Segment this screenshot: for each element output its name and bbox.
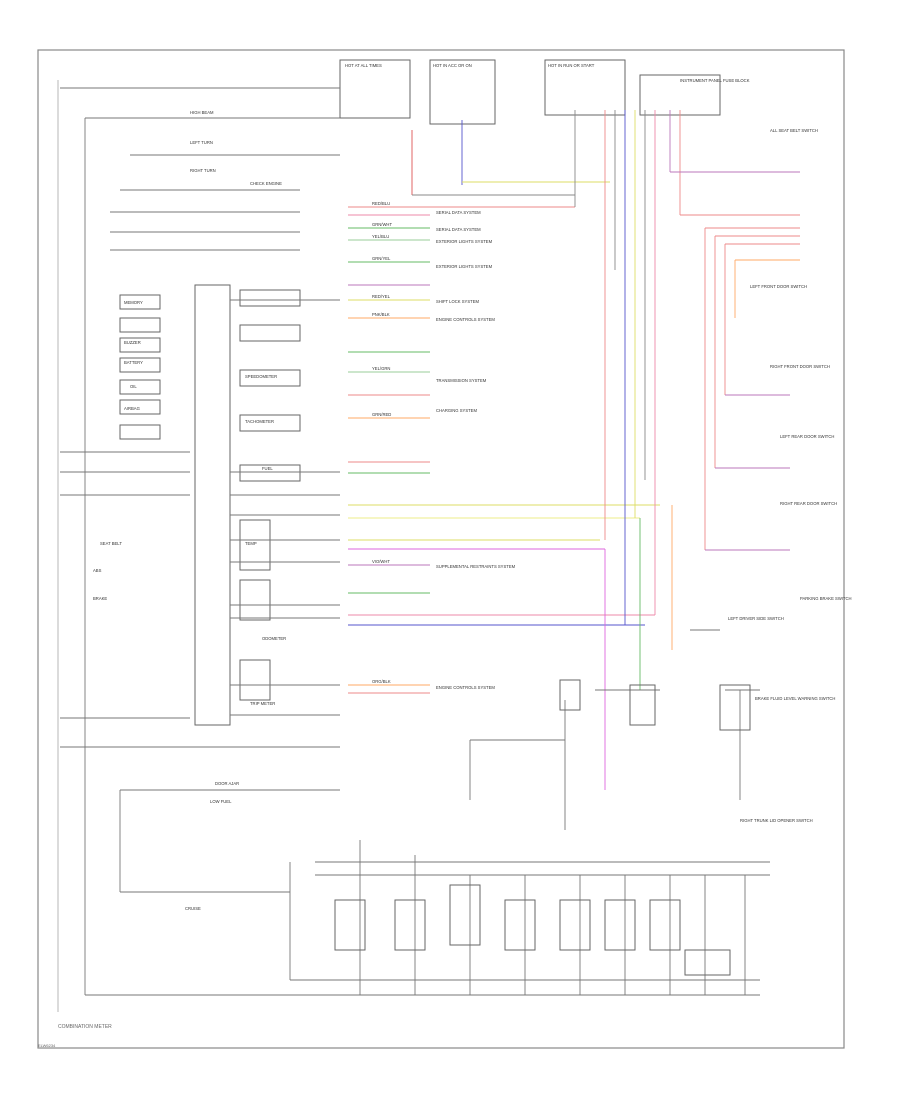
vertical-wires [411,110,800,625]
top-labels: HOT AT ALL TIMES HOT IN ACC OR ON HOT IN… [339,59,750,125]
pin-3-desc: EXTERIOR LIGHTS SYSTEM [436,239,493,244]
label-driver-side: LEFT DRIVER SIDE SWITCH [728,616,784,621]
meter-label-buzzer: BUZZER [124,340,141,345]
pin-2-color: GRN/WHT [372,222,392,227]
lower-components [469,518,760,830]
meter-label-memory: MEMORY [124,300,143,305]
pin-8-color: GRN/RED [372,412,391,417]
pin-4-desc: EXTERIOR LIGHTS SYSTEM [436,264,493,269]
label-hot-run: HOT IN RUN OR START [548,63,595,68]
pin-9-desc: ENGINE CONTROLS SYSTEM [436,685,495,690]
label-lr-door: LEFT REAR DOOR SWITCH [780,434,834,439]
indicator-brake: BRAKE [93,596,107,601]
pin-10-desc: SUPPLEMENTAL RESTRAINTS SYSTEM [436,564,516,569]
label-lf-door: LEFT FRONT DOOR SWITCH [750,284,807,289]
label-brake-fluid: BRAKE FLUID LEVEL WARNING SWITCH [755,696,835,701]
indicator-airbag: AIRBAG [124,406,140,411]
pin-5-desc: SHIFT LOCK SYSTEM [436,299,479,304]
pin-5-color: RED/YEL [372,294,391,299]
indicator-check-engine: CHECK ENGINE [250,181,282,186]
meter-label-temp: TEMP [245,541,257,546]
meter-labels: MEMORY BUZZER SPEEDOMETER TACHOMETER FUE… [124,300,286,706]
indicator-battery: BATTERY [124,360,143,365]
label-trunk-opener: RIGHT TRUNK LID OPENER SWITCH [740,818,813,823]
label-hot-always: HOT AT ALL TIMES [345,63,382,68]
label-ip-fuse-block: INSTRUMENT PANEL FUSE BLOCK [680,78,750,83]
indicator-right-turn: RIGHT TURN [190,168,216,173]
pin-3-color: YEL/BLU [372,234,389,239]
pin-2-desc: SERIAL DATA SYSTEM [436,227,481,232]
indicator-abs: ABS [93,568,102,573]
pin-6-desc: ENGINE CONTROLS SYSTEM [436,317,495,322]
indicator-door-ajar: DOOR AJAR [215,781,239,786]
indicator-seat-belt: SEAT BELT [100,541,122,546]
label-all-seat-belt: ALL SEAT BELT SWITCH [770,128,818,133]
meter-label-trip: TRIP METER [250,701,275,706]
bottom-modules [315,840,770,995]
indicator-low-fuel: LOW FUEL [210,799,232,804]
meter-label-odometer: ODOMETER [262,636,286,641]
label-parking-brake: PARKING BRAKE SWITCH [800,596,852,601]
label-rf-door: RIGHT FRONT DOOR SWITCH [770,364,830,369]
meter-label-fuel: FUEL [262,466,273,471]
indicator-oil: OIL [130,384,137,389]
diagram-caption: COMBINATION METER [58,1024,112,1030]
pin-6-color: PNK/BLK [372,312,390,317]
left-wires [60,87,760,996]
pin-7-color: YEL/GRN [372,366,390,371]
indicator-labels: HIGH BEAM LEFT TURN RIGHT TURN CHECK ENG… [93,110,282,911]
pin-7-desc: TRANSMISSION SYSTEM [436,378,487,383]
meter-label-speedometer: SPEEDOMETER [245,374,277,379]
indicator-left-turn: LEFT TURN [190,140,213,145]
catalog-id: ELW6234 [38,1043,56,1048]
pin-10-color: VIO/WHT [372,559,390,564]
connector-block: RED/BLU SERIAL DATA SYSTEM GRN/WHT SERIA… [348,201,660,694]
label-hot-acc: HOT IN ACC OR ON [433,63,472,68]
pin-1-desc: SERIAL DATA SYSTEM [436,210,481,215]
meter-label-tachometer: TACHOMETER [245,419,274,424]
pin-9-color: ORG/BLK [372,679,391,684]
pin-4-color: GRN/YEL [372,256,391,261]
left-switch-blocks [119,284,340,726]
pin-8-desc: CHARGING SYSTEM [436,408,477,413]
diagram-frame [37,49,845,1049]
label-rr-door: RIGHT REAR DOOR SWITCH [780,501,837,506]
pin-1-color: RED/BLU [372,201,390,206]
indicator-cruise: CRUISE [185,906,201,911]
right-labels: ALL SEAT BELT SWITCH LEFT FRONT DOOR SWI… [728,128,852,823]
indicator-high-beam: HIGH BEAM [190,110,214,115]
right-wiring [671,227,800,650]
